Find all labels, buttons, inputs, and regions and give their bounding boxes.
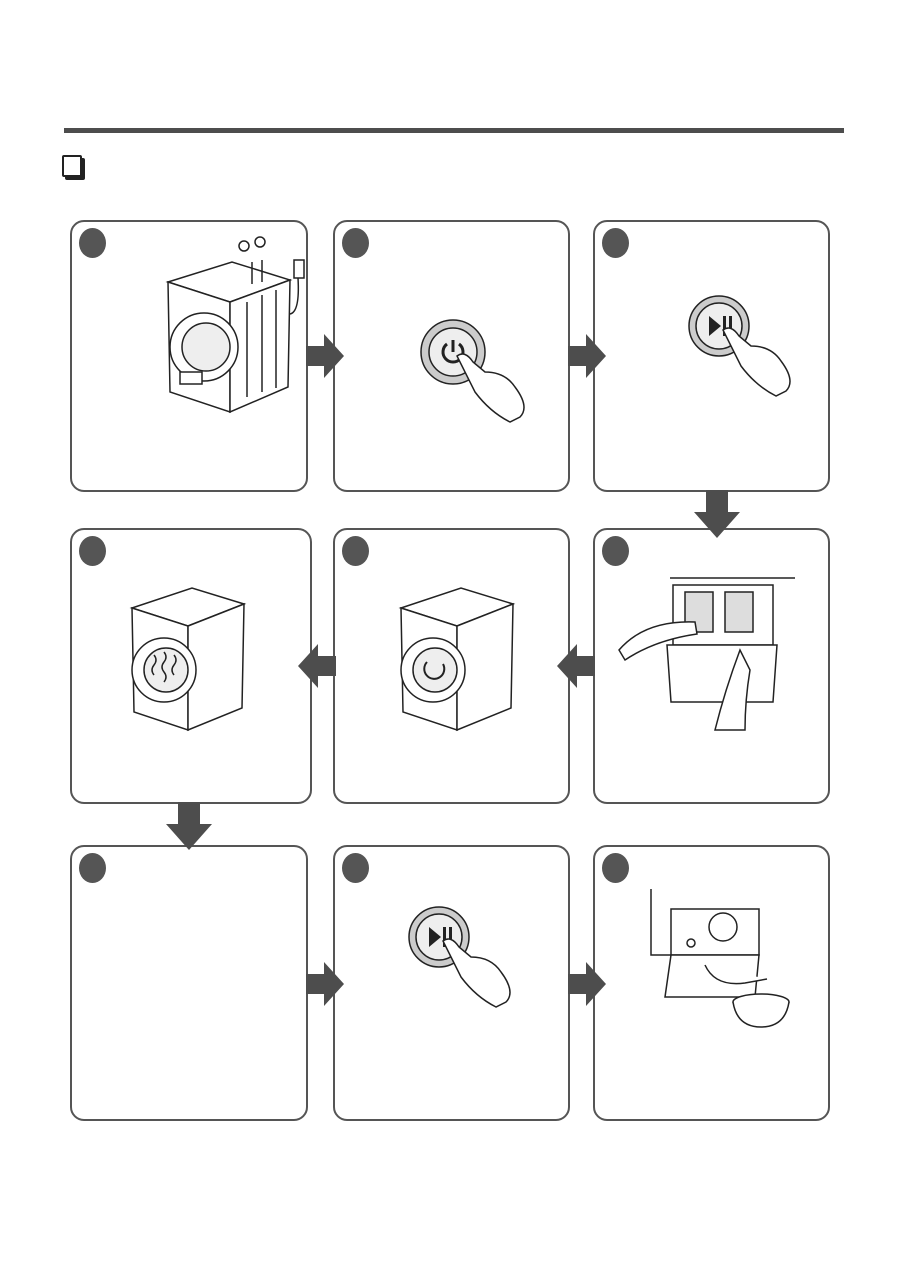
step-number-badge bbox=[602, 853, 629, 883]
step-panel-9 bbox=[593, 845, 830, 1121]
arrow-right-icon bbox=[306, 334, 344, 378]
step-number-badge bbox=[602, 536, 629, 566]
step-panel-5 bbox=[333, 528, 570, 804]
arrow-right-icon bbox=[306, 962, 344, 1006]
step-number-badge bbox=[79, 853, 106, 883]
power-button-hand-illustration bbox=[420, 319, 525, 423]
arrow-down-icon bbox=[166, 802, 212, 850]
step-number-badge bbox=[602, 228, 629, 258]
arrow-left-icon bbox=[298, 644, 336, 688]
drain-filter-illustration bbox=[650, 889, 790, 1028]
step-panel-1 bbox=[70, 220, 308, 492]
washer-drying-illustration bbox=[129, 587, 247, 732]
step-panel-3 bbox=[593, 220, 830, 492]
step-panel-8 bbox=[333, 845, 570, 1121]
arrow-right-icon bbox=[568, 334, 606, 378]
step-number-badge bbox=[79, 228, 106, 258]
header-rule bbox=[64, 128, 844, 133]
washer-rotating-illustration bbox=[398, 587, 516, 732]
arrow-left-icon bbox=[557, 644, 595, 688]
step-panel-6 bbox=[593, 528, 830, 804]
start-pause-hand-illustration bbox=[688, 295, 791, 397]
step-panel-2 bbox=[333, 220, 570, 492]
step-number-badge bbox=[79, 536, 106, 566]
washer-illustration bbox=[165, 236, 305, 414]
arrow-down-icon bbox=[694, 490, 740, 538]
detergent-drawer-illustration bbox=[618, 577, 795, 731]
arrow-right-icon bbox=[568, 962, 606, 1006]
step-number-badge bbox=[342, 853, 369, 883]
start-pause-hand-illustration bbox=[408, 906, 511, 1008]
step-panel-4 bbox=[70, 528, 312, 804]
step-number-badge bbox=[342, 536, 369, 566]
step-number-badge bbox=[342, 228, 369, 258]
step-panel-7 bbox=[70, 845, 308, 1121]
checkbox-icon bbox=[62, 155, 82, 177]
